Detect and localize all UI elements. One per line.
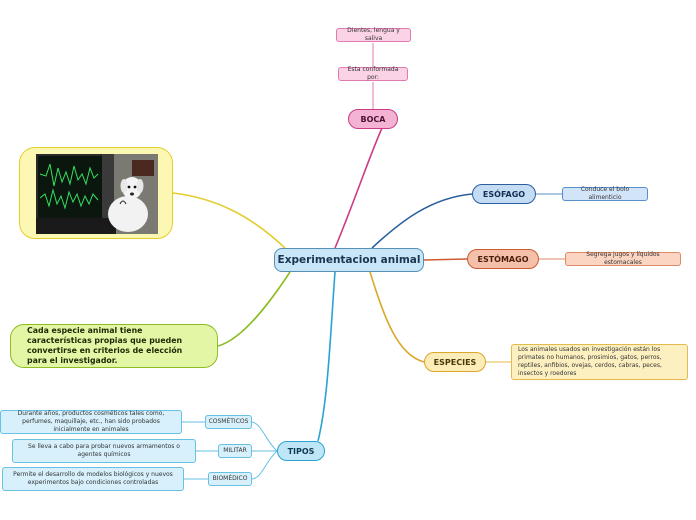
tipos-biomedico-text[interactable]: Permite el desarrollo de modelos biológi… xyxy=(2,467,184,491)
topic-esofago[interactable]: ESÓFAGO xyxy=(472,184,536,204)
boca-subtopic-conformada[interactable]: Esta conformada por: xyxy=(338,66,408,81)
esofago-subtopic[interactable]: Conduce el bolo alimenticio xyxy=(562,186,648,201)
connector-esofago xyxy=(371,193,473,249)
tipos-militar[interactable]: MILITAR xyxy=(218,444,252,458)
central-topic[interactable]: Experimentacion animal xyxy=(274,248,424,272)
boca-subtopic-dientes[interactable]: Dientes, lengua y saliva xyxy=(336,27,411,42)
estomago-subtopic[interactable]: Segrega jugos y líquidos estomacales xyxy=(565,251,681,266)
connector-especies xyxy=(369,271,425,363)
tipos-cosmeticos-text[interactable]: Durante años, productos cosméticos tales… xyxy=(0,410,182,434)
topic-tipos[interactable]: TIPOS xyxy=(277,441,325,461)
connector-tipos-cosmeticos xyxy=(251,421,278,452)
image-topic[interactable] xyxy=(19,147,173,239)
connector-image xyxy=(172,192,286,249)
connector-estomago xyxy=(423,258,468,261)
connector-green-note xyxy=(217,271,291,347)
topic-estomago[interactable]: ESTÓMAGO xyxy=(467,249,539,269)
tipos-biomedico[interactable]: BIOMÉDICO xyxy=(208,472,252,486)
dog-with-monitor-photo xyxy=(36,154,158,234)
green-note[interactable]: Cada especie animal tiene característica… xyxy=(10,324,218,368)
tipos-cosmeticos[interactable]: COSMÉTICOS xyxy=(205,415,252,429)
photo-illustration xyxy=(36,154,158,234)
topic-especies[interactable]: ESPECIES xyxy=(424,352,486,372)
tipos-militar-text[interactable]: Se lleva a cabo para probar nuevos armam… xyxy=(12,439,196,463)
connector-tipos xyxy=(317,271,336,442)
especies-subtopic[interactable]: Los animales usados en investigación est… xyxy=(511,344,688,380)
connector-boca xyxy=(334,127,383,249)
connector-tipos-biomedico xyxy=(251,450,278,480)
topic-boca[interactable]: BOCA xyxy=(348,109,398,129)
